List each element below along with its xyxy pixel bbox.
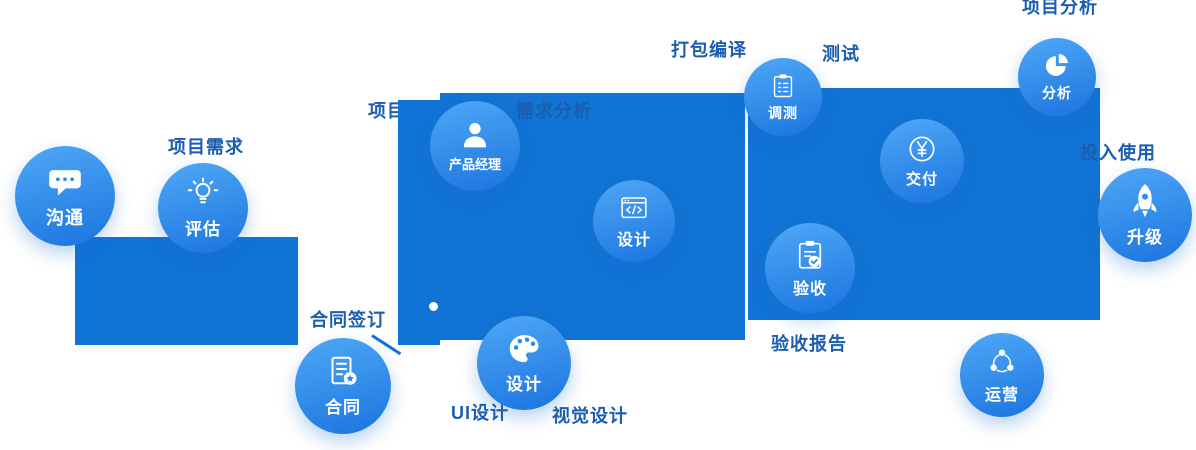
node-evaluate-label: 评估: [185, 220, 221, 239]
node-delivery: 交付: [880, 119, 964, 203]
connector-dot: [429, 302, 438, 311]
caption-contract-signing: 合同签订: [310, 310, 386, 330]
node-delivery-label: 交付: [905, 171, 938, 188]
node-acceptance-label: 验收: [792, 280, 827, 298]
pie-chart-icon: [1043, 52, 1071, 80]
yen-icon: [906, 133, 938, 165]
contract-icon: [325, 354, 361, 390]
caption-ui-design: UI设计: [451, 403, 509, 423]
node-contract: 合同: [295, 338, 391, 434]
node-design-ui: 设计: [477, 316, 571, 410]
node-acceptance: 验收: [765, 223, 855, 313]
node-design-dev-label: 设计: [616, 231, 651, 249]
node-analysis-label: 分析: [1042, 84, 1072, 101]
caption-package-compile: 打包编译: [671, 40, 747, 60]
node-debug: 调测: [744, 58, 822, 136]
chat-icon: [46, 163, 84, 201]
palette-icon: [506, 331, 542, 367]
code-window-icon: [619, 193, 649, 223]
node-contract-label: 合同: [325, 398, 361, 417]
node-debug-label: 调测: [768, 104, 798, 121]
bulb-icon: [185, 176, 221, 212]
clipboard-check-icon: [793, 238, 827, 272]
node-operation-label: 运营: [984, 386, 1019, 404]
caption-acceptance-report: 验收报告: [771, 334, 847, 354]
node-analysis: 分析: [1018, 38, 1096, 116]
rocket-icon: [1126, 182, 1164, 220]
caption-project-analysis: 项目分析: [1022, 0, 1098, 17]
node-product-manager: 产品经理: [430, 101, 520, 191]
caption-put-into-use: 投入使用: [1080, 143, 1156, 163]
caption-testing: 测试: [822, 44, 860, 64]
node-upgrade: 升级: [1098, 168, 1192, 262]
node-design-dev: 设计: [593, 180, 675, 262]
node-communication: 沟通: [15, 146, 115, 246]
node-evaluate: 评估: [158, 163, 248, 253]
node-design-ui-label: 设计: [506, 375, 542, 394]
caption-visual-design: 视觉设计: [552, 406, 628, 426]
node-operation: 运营: [960, 333, 1044, 417]
network-icon: [986, 346, 1018, 378]
node-upgrade-label: 升级: [1127, 228, 1163, 247]
node-communication-label: 沟通: [46, 207, 84, 228]
caption-requirement-analysis: 需求分析: [516, 101, 592, 121]
caption-project-requirement: 项目需求: [168, 137, 244, 157]
person-icon: [459, 119, 491, 151]
node-product-manager-label: 产品经理: [448, 157, 501, 172]
flow-block-left: [75, 237, 298, 345]
clipboard-list-icon: [769, 72, 797, 100]
